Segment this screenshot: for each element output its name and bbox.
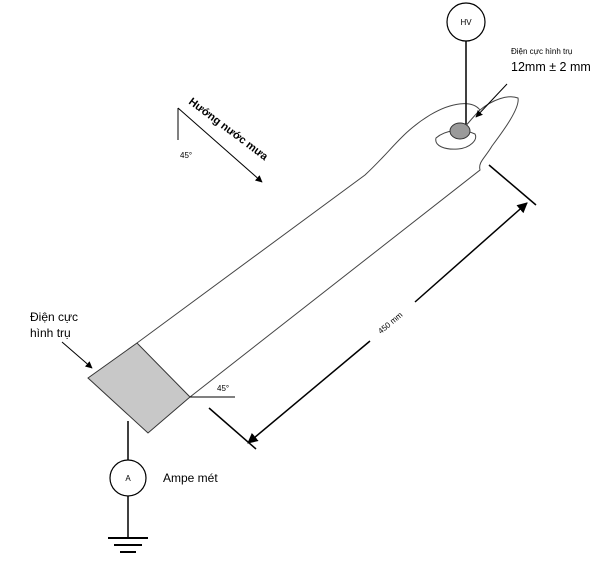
inner-electrode [449,122,471,140]
dim-tick-top [488,164,537,206]
ground-icon [108,537,148,553]
electrode-top-label-2: 12mm ± 2 mm [511,60,591,74]
ammeter-label: Ampe mét [163,471,218,485]
electrode-top-arrow [475,83,508,118]
rain-angle-label: 45° [180,151,192,160]
electrode-left-arrow [61,341,93,369]
rain-direction-arrow [177,107,263,183]
glove-outline [136,96,519,398]
ammeter-symbol: A [125,474,131,483]
length-label: 450 mm [376,310,404,336]
cuff-angle-label: 45° [217,384,229,393]
electrode-left-label-1: Điện cực [30,310,78,324]
rain-direction-label: Hướng nước mưa [186,96,270,164]
hv-label: HV [460,18,472,27]
dim-arrow-lower [247,340,371,444]
cuff-electrode [87,342,191,434]
electrode-top-label-1: Điện cực hình trụ [511,47,572,56]
electrode-left-label-2: hình trụ [30,326,71,340]
dim-arrow-upper [414,202,528,303]
